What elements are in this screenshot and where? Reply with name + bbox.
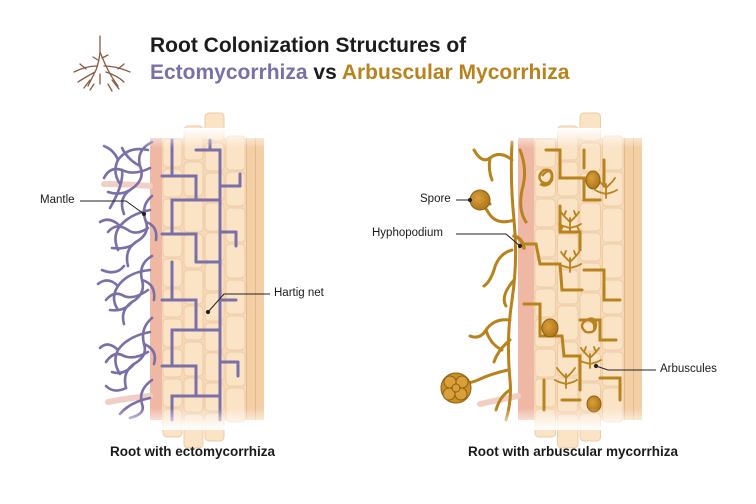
cortex-cell bbox=[225, 315, 246, 351]
am-external-hyphae bbox=[458, 140, 518, 422]
am-epidermis bbox=[518, 138, 534, 420]
spore-small bbox=[469, 189, 491, 211]
caption-am: Root with arbuscular mycorrhiza bbox=[468, 444, 679, 459]
ecto-root-section bbox=[101, 112, 264, 449]
caption-ecto: Root with ectomycorrhiza bbox=[110, 444, 276, 459]
leader-lines-right bbox=[456, 197, 656, 371]
cortex-cell bbox=[557, 269, 579, 305]
cortex-cell bbox=[579, 232, 601, 262]
ecto-epidermis bbox=[150, 138, 162, 420]
cortex-cell bbox=[579, 292, 601, 322]
cortex-cell bbox=[183, 197, 204, 233]
label-spore: Spore bbox=[420, 193, 451, 205]
label-arbuscules: Arbuscules bbox=[660, 363, 717, 375]
root-icon bbox=[73, 35, 131, 92]
cortex-cell bbox=[557, 341, 579, 377]
title-line-1: Root Colonization Structures of bbox=[150, 34, 467, 57]
hyphopodium bbox=[512, 234, 526, 250]
title-vs: vs bbox=[313, 61, 337, 84]
hartig-net bbox=[160, 138, 242, 422]
cortex-cell bbox=[183, 305, 204, 341]
am-root-section bbox=[477, 112, 642, 449]
leader-lines-left bbox=[80, 200, 270, 315]
cortex-cell bbox=[183, 341, 204, 377]
cortex-cell bbox=[534, 258, 556, 288]
cortex-cell bbox=[602, 315, 624, 351]
title-am: Arbuscular Mycorrhiza bbox=[341, 61, 570, 84]
cortex-cell bbox=[534, 198, 556, 228]
label-mantle: Mantle bbox=[40, 194, 75, 206]
cortex-cell bbox=[557, 305, 579, 341]
cortex-cell bbox=[225, 243, 246, 279]
cortex-cell bbox=[602, 171, 624, 207]
cortex-cell bbox=[579, 202, 601, 232]
cortex-cell bbox=[579, 262, 601, 292]
label-hyphopodium: Hyphopodium bbox=[372, 227, 443, 239]
cortex-cell bbox=[183, 161, 204, 197]
cortex-cell bbox=[602, 279, 624, 315]
cortex-cell bbox=[183, 269, 204, 305]
cortex-cell bbox=[225, 351, 246, 387]
cortex-cell bbox=[602, 207, 624, 243]
am-hyphal-coils bbox=[538, 168, 598, 334]
cortex-cell bbox=[225, 279, 246, 315]
title-line-2: Ectomycorrhiza vs Arbuscular Mycorrhiza bbox=[150, 61, 569, 85]
cortex-cell bbox=[225, 171, 246, 207]
title-ecto: Ectomycorrhiza bbox=[150, 61, 308, 84]
label-hartig-net: Hartig net bbox=[274, 287, 324, 299]
cortex-cell bbox=[534, 348, 556, 378]
cortex-cell bbox=[602, 243, 624, 279]
spore-large bbox=[440, 372, 472, 404]
